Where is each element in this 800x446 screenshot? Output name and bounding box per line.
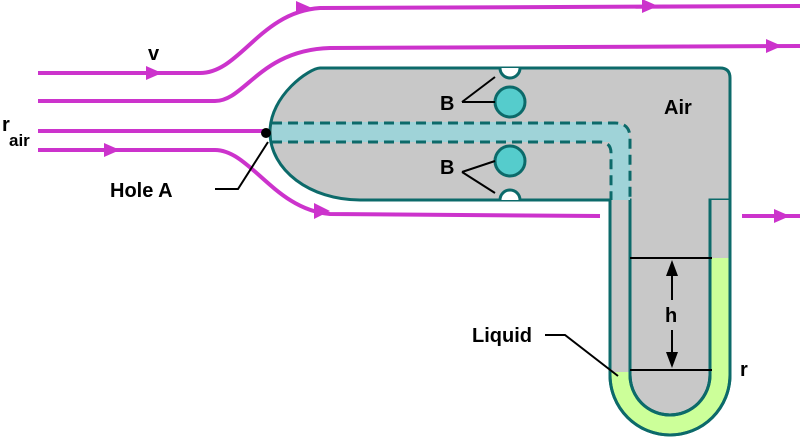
height-marker [630,257,712,371]
flow-arrow [296,1,312,15]
rho-air-subscript: air [9,131,30,150]
u-tube-air-left [611,200,629,372]
port-b-bottom-label: B [440,157,454,179]
flow-arrow [104,143,120,157]
port-b-bottom [493,144,527,201]
u-tube-air-right [711,200,729,258]
flow-arrow [774,209,790,223]
leader-lines [215,76,619,377]
inner-channel [272,122,630,200]
height-label: h [665,305,677,327]
inner-channel-bottom-wall [272,140,613,200]
u-tube-outer-redraw [608,78,732,437]
inner-channel-top-wall [272,121,632,200]
streamline-arrows [104,0,790,223]
liquid-label: Liquid [472,325,532,347]
flow-arrow [642,0,658,13]
streamline-2 [38,44,800,103]
rho-liquid-symbol: r [740,359,748,381]
height-arrow-up [666,260,678,276]
tube-body [268,66,732,417]
liquid-left-column [610,258,730,435]
streamline-1 [38,4,800,75]
port-b-top-label: B [440,93,454,115]
flow-arrow [766,39,782,53]
flow-arrow [314,203,330,219]
u-tube-inner-redraw [628,200,712,417]
hole-a-dot [261,128,271,138]
hole-a-label: Hole A [110,180,173,202]
velocity-label: v [148,43,160,65]
air-label: Air [664,97,692,119]
rho-air-symbol: r [2,114,10,136]
flow-arrow [146,66,162,80]
height-arrow-down [666,352,678,368]
